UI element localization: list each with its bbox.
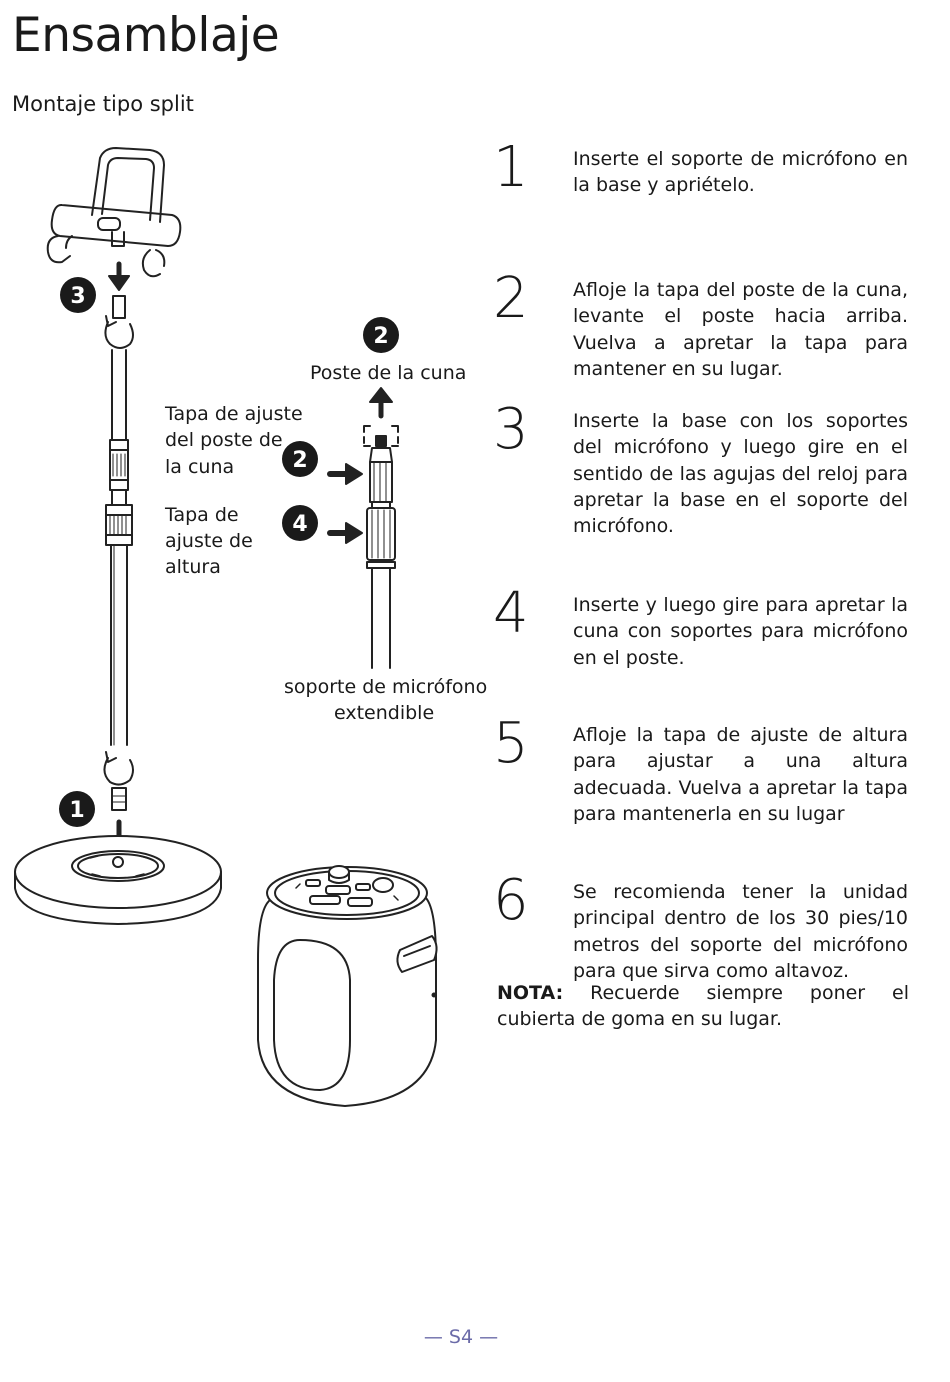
badge-4-text: 4 [292, 512, 307, 537]
step-text: Inserte y luego gire para apretar la cun… [573, 594, 908, 669]
label-tapa-altura-3: altura [165, 556, 221, 578]
step-text: Inserte el soporte de micrófono en la ba… [573, 148, 908, 197]
assembly-illustration: 3 2 2 4 1 [14, 147, 438, 1107]
badge-3 [60, 277, 96, 313]
label-soporte-2: extendible [334, 702, 435, 724]
step-text: Afloje la tapa de ajuste de altura para … [573, 724, 908, 825]
page-title: Ensamblaje [12, 8, 280, 63]
pole-detail [363, 387, 399, 669]
page-subtitle: Montaje tipo split [12, 92, 194, 116]
label-tapa-altura-1: Tapa de [165, 504, 239, 526]
badge-1 [59, 791, 95, 827]
step-number: 6 [493, 868, 529, 933]
label-tapa-poste-2: del poste de [165, 429, 283, 451]
label-tapa-altura-2: ajuste de [165, 530, 253, 552]
label-tapa-poste-3: la cuna [165, 456, 235, 478]
step-text: Inserte la base con los soportes del mic… [573, 410, 908, 538]
step-text: Afloje la tapa del poste de la cuna, lev… [573, 279, 908, 380]
page-number: — S4 — [423, 1326, 499, 1348]
label-poste-cuna: Poste de la cuna [310, 362, 467, 384]
step-number: 3 [493, 397, 529, 462]
badge-2-side [282, 441, 318, 477]
base [14, 835, 222, 925]
badge-2-side-text: 2 [292, 448, 307, 473]
step-number: 2 [493, 266, 529, 331]
badge-2-top [363, 317, 399, 353]
step-text: Se recomienda tener la unidad principal … [573, 881, 908, 982]
speaker-unit [257, 865, 438, 1107]
badge-1-text: 1 [69, 798, 84, 823]
step-number: 4 [493, 581, 529, 646]
label-soporte-1: soporte de micrófono [284, 676, 488, 698]
badge-4 [282, 505, 318, 541]
badge-3-text: 3 [70, 284, 85, 309]
step-number: 5 [493, 711, 529, 776]
note-text: Recuerde siempre poner el cubierta de go… [497, 982, 909, 1031]
note: NOTA: Recuerde siempre poner el cubierta… [497, 980, 909, 1033]
note-label: NOTA: [497, 982, 564, 1004]
label-tapa-poste-1: Tapa de ajuste [165, 403, 303, 425]
badge-2-top-text: 2 [373, 324, 388, 349]
step-number: 1 [493, 135, 529, 200]
cradle-holder [46, 147, 182, 278]
